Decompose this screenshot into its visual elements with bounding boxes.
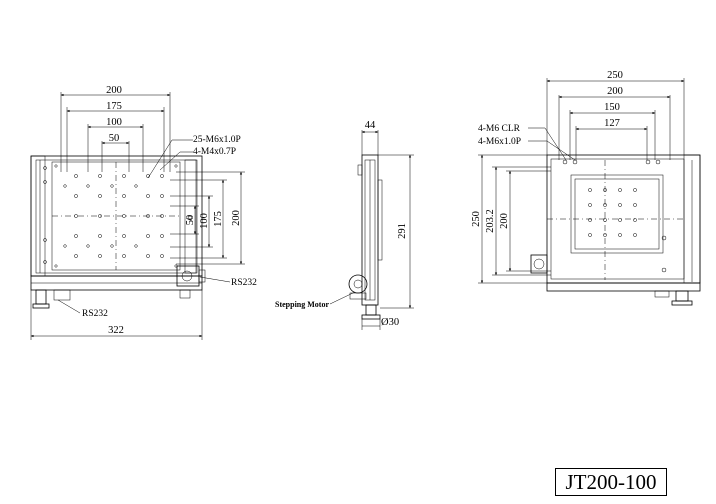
- model-number-box: JT200-100: [555, 468, 667, 496]
- side-view: 44 291 Ø30 Stepping Motor: [275, 120, 414, 330]
- front-dim-right-4: 200: [231, 210, 242, 226]
- right-dim-left-1: 250: [471, 211, 482, 227]
- front-dim-top-4: 50: [109, 133, 120, 144]
- right-dim-left-3: 200: [499, 213, 510, 229]
- front-dim-bottom: 322: [108, 325, 124, 336]
- right-dim-top-4: 127: [604, 118, 620, 129]
- front-dim-right-3: 175: [213, 211, 224, 227]
- side-dim-knob: Ø30: [381, 317, 399, 328]
- side-motor-label: Stepping Motor: [275, 300, 329, 309]
- front-callout-1: 25-M6x1.0P: [193, 135, 241, 145]
- right-callout-2: 4-M6x1.0P: [478, 137, 521, 147]
- right-dim-top-3: 150: [604, 102, 620, 113]
- front-rs232-label-1: RS232: [231, 278, 257, 288]
- right-callout-1: 4-M6 CLR: [478, 124, 521, 134]
- front-dim-top-1: 200: [106, 85, 122, 96]
- right-hole-grid: [562, 159, 667, 273]
- side-dim-top: 44: [365, 120, 376, 131]
- front-rs232-label-2: RS232: [82, 309, 108, 319]
- front-callout-2: 4-M4x0.7P: [193, 147, 236, 157]
- front-dim-top-2: 175: [106, 101, 122, 112]
- front-hole-grid: [43, 164, 193, 268]
- right-view: 250 200 150 127 250 203.2 200 4-M6 CLR 4…: [471, 70, 701, 306]
- right-dim-top-1: 250: [607, 70, 623, 81]
- front-view: 200 175 100 50 50 100 175 200 25-M6x1.0P…: [30, 85, 257, 340]
- right-dim-top-2: 200: [607, 86, 623, 97]
- front-dim-top-3: 100: [106, 117, 122, 128]
- front-dim-right-1: 50: [185, 215, 196, 226]
- front-dim-right-2: 100: [199, 213, 210, 229]
- side-dim-height: 291: [397, 223, 408, 239]
- right-dim-left-2: 203.2: [485, 209, 496, 233]
